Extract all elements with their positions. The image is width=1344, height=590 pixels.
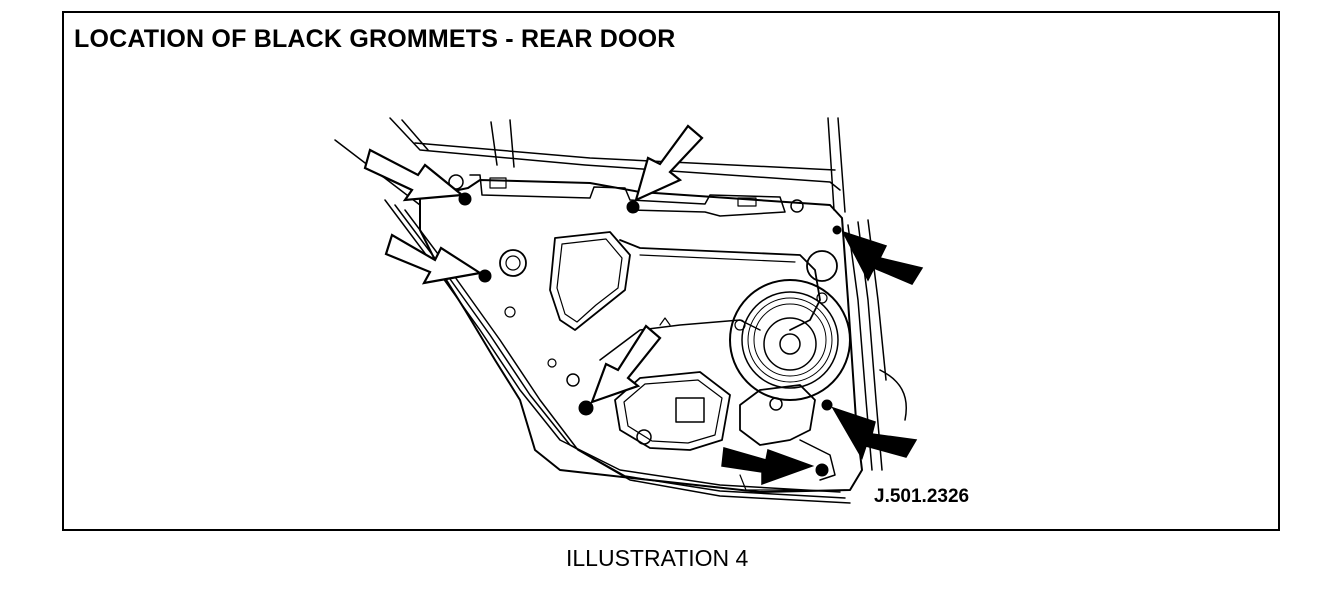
callout-arrow-outline [384,233,483,285]
figure-title: LOCATION OF BLACK GROMMETS - REAR DOOR [74,25,676,53]
callout-arrow-outline [634,124,704,202]
figure-frame: LOCATION OF BLACK GROMMETS - REAR DOOR J… [62,11,1280,531]
callout-arrow-solid [721,447,815,486]
grommet-marker [478,269,492,283]
illustration-caption: ILLUSTRATION 4 [566,545,749,571]
grommet-marker [832,225,842,235]
grommet-marker [626,200,640,214]
drawing-reference: J.501.2326 [874,486,970,507]
grommet-marker [821,399,833,411]
callout-arrow-outline [590,324,662,404]
grommet-marker [815,463,829,477]
callout-arrow-solid [841,230,924,285]
callout-arrow-outline [363,148,465,202]
callout-arrow-solid [831,406,918,460]
grommet-marker [578,400,594,416]
